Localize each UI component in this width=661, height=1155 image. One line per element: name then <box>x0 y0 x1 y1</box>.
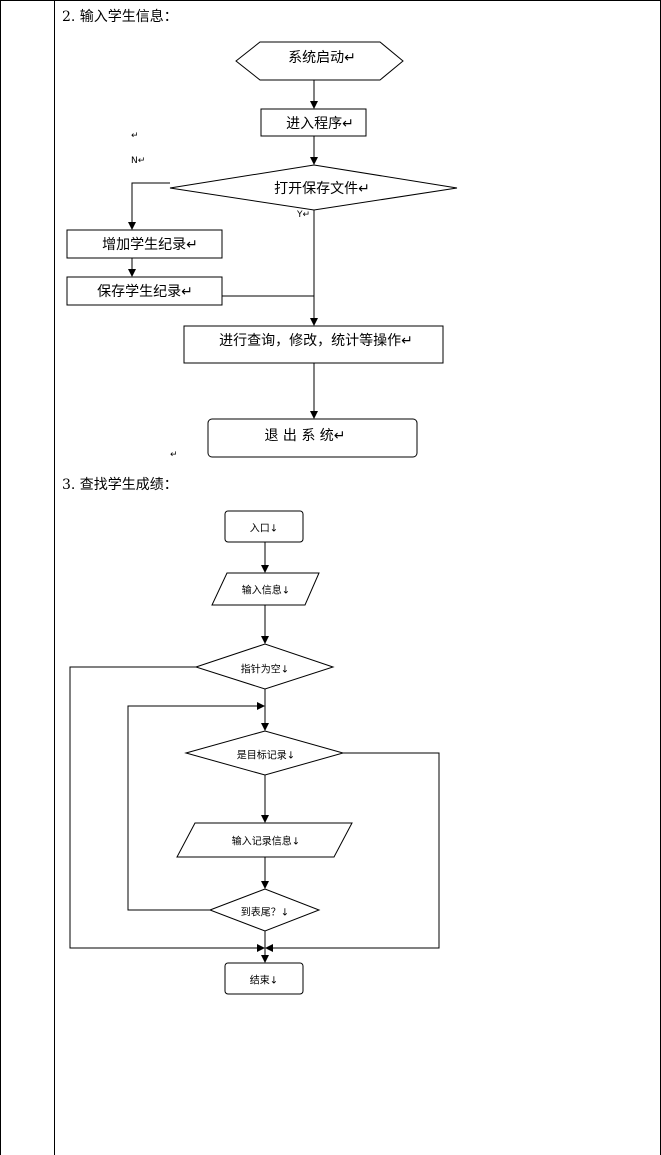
branch-no-label: N↵ <box>131 156 146 166</box>
entry-label: 入口↓ <box>249 523 279 535</box>
save-record-label: 保存学生纪录↵ <box>97 284 193 300</box>
add-record-label: 增加学生纪录↵ <box>102 237 198 253</box>
input-label: 输入信息↓ <box>241 585 291 597</box>
input-node <box>211 572 320 606</box>
flowchart-1 <box>66 41 458 458</box>
null-check-label: 指针为空↓ <box>240 664 290 676</box>
end-check-label: 到表尾？↓ <box>240 907 290 919</box>
operations-label: 进行查询，修改，统计等操作↵ <box>219 333 413 349</box>
section-2-heading: 2. 输入学生信息： <box>62 9 178 25</box>
entry-node <box>224 510 304 543</box>
record-input-node <box>176 822 353 858</box>
open-file-node <box>169 164 458 211</box>
exit-node <box>207 418 418 458</box>
add-record-node <box>66 229 223 259</box>
null-check-node <box>194 643 335 690</box>
exit-label: 退 出 系 统↵ <box>264 428 346 444</box>
conn-open-add <box>128 182 170 230</box>
branch-yes-label: Y↵ <box>297 210 311 220</box>
paragraph-mark: ↵ <box>131 131 139 141</box>
flowchart-2 <box>69 510 440 995</box>
open-file-label: 打开保存文件↵ <box>274 181 370 197</box>
finish-label: 结束↓ <box>249 975 279 987</box>
target-check-label: 是目标记录↓ <box>236 750 296 762</box>
section-3-heading: 3. 查找学生成绩： <box>62 477 178 493</box>
start-node <box>235 41 404 81</box>
enter-label: 进入程序↵ <box>286 116 354 132</box>
record-input-label: 输入记录信息↓ <box>231 836 301 848</box>
paragraph-mark: ↵ <box>170 450 178 460</box>
save-record-node <box>66 276 223 306</box>
end-check-node <box>208 888 321 932</box>
start-label: 系统启动↵ <box>288 50 356 66</box>
finish-node <box>224 962 304 995</box>
